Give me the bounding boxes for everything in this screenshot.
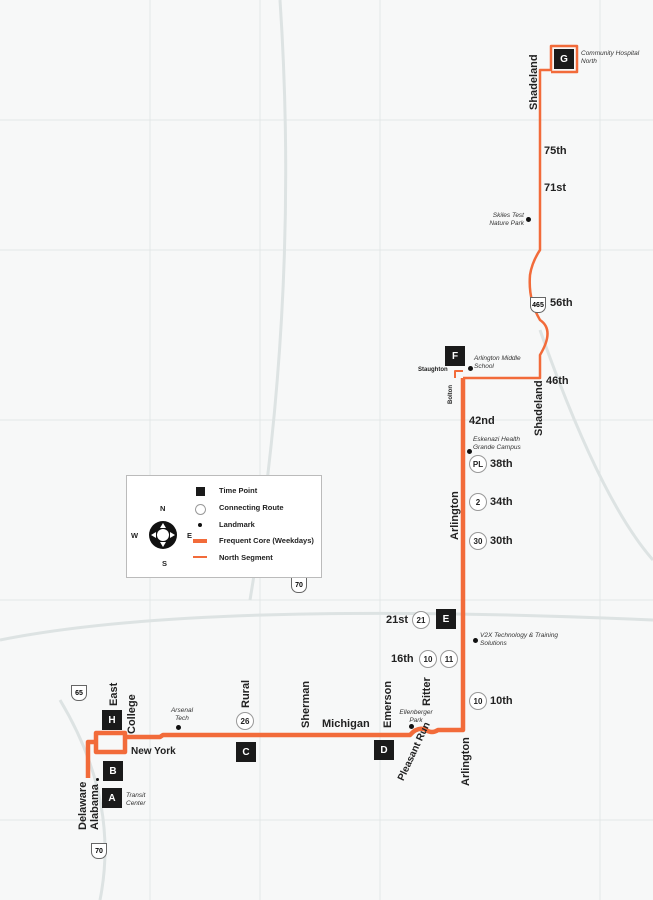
connecting-route-pl[interactable]: PL bbox=[469, 455, 487, 473]
street-30th: 30th bbox=[490, 535, 513, 547]
landmark-skiles: Skiles Test Nature Park bbox=[489, 212, 524, 227]
highway-465-shield: 465 bbox=[530, 297, 546, 313]
street-56th: 56th bbox=[550, 297, 573, 309]
highway-70-shield: 70 bbox=[291, 577, 307, 593]
street-shadeland-south: Shadeland bbox=[533, 380, 545, 436]
legend-north-segment: North Segment bbox=[219, 553, 273, 562]
north-segment-route bbox=[463, 44, 579, 380]
time-point-c[interactable]: C bbox=[236, 742, 256, 762]
street-alabama: Alabama bbox=[89, 784, 101, 830]
street-emerson: Emerson bbox=[382, 680, 394, 728]
street-16th: 16th bbox=[391, 653, 414, 665]
north-segment-icon bbox=[193, 556, 207, 558]
street-21st: 21st bbox=[386, 614, 409, 626]
street-bolton: Bolton bbox=[448, 385, 454, 404]
landmark-v2x: V2X Technology & Training Solutions bbox=[480, 632, 559, 647]
time-point-icon bbox=[196, 487, 205, 496]
street-ritter: Ritter bbox=[421, 677, 433, 706]
landmark-ellenberger: Ellenberger Park bbox=[399, 709, 433, 724]
connecting-route-2[interactable]: 2 bbox=[469, 493, 487, 511]
street-new-york: New York bbox=[131, 746, 176, 757]
legend-time-point: Time Point bbox=[219, 486, 258, 495]
compass-n: N bbox=[160, 504, 166, 513]
highway-65-shield: 65 bbox=[71, 685, 87, 701]
street-42nd: 42nd bbox=[469, 415, 495, 427]
time-point-e[interactable]: E bbox=[436, 609, 456, 629]
legend-frequent-core: Frequent Core (Weekdays) bbox=[219, 536, 314, 545]
landmark-community-hospital: Community Hospital North bbox=[581, 50, 640, 65]
landmark-dot bbox=[473, 638, 478, 643]
landmark-dot bbox=[409, 724, 414, 729]
landmark-dot bbox=[467, 449, 472, 454]
street-34th: 34th bbox=[490, 496, 513, 508]
time-point-f[interactable]: F bbox=[445, 346, 465, 366]
street-east: East bbox=[108, 682, 120, 706]
street-shadeland-north: Shadeland bbox=[528, 54, 540, 110]
landmark-arlington-ms: Arlington Middle School bbox=[474, 355, 521, 370]
street-71st: 71st bbox=[544, 182, 567, 194]
connecting-route-26[interactable]: 26 bbox=[236, 712, 254, 730]
time-point-a[interactable]: A bbox=[102, 788, 122, 808]
legend-landmark: Landmark bbox=[219, 520, 255, 529]
landmark-dot bbox=[176, 725, 181, 730]
connecting-route-10a[interactable]: 10 bbox=[419, 650, 437, 668]
time-point-d[interactable]: D bbox=[374, 740, 394, 760]
time-point-h[interactable]: H bbox=[102, 710, 122, 730]
connecting-route-10b[interactable]: 10 bbox=[469, 692, 487, 710]
street-10th: 10th bbox=[490, 695, 513, 707]
connecting-route-30[interactable]: 30 bbox=[469, 532, 487, 550]
compass-s: S bbox=[162, 559, 168, 568]
street-staughton: Staughton bbox=[418, 367, 448, 373]
landmark-dot bbox=[526, 217, 531, 222]
street-46th: 46th bbox=[546, 375, 569, 387]
landmark-dot bbox=[468, 366, 473, 371]
compass-icon bbox=[149, 521, 177, 549]
street-38th: 38th bbox=[490, 458, 513, 470]
street-delaware: Delaware bbox=[77, 781, 89, 830]
landmark-icon bbox=[198, 523, 202, 527]
highway-70-shield: 70 bbox=[91, 843, 107, 859]
street-michigan: Michigan bbox=[322, 718, 370, 730]
street-college: College bbox=[126, 694, 138, 734]
street-rural: Rural bbox=[240, 679, 252, 708]
legend: N S W E Time Point Connecting Route Land… bbox=[126, 475, 322, 578]
frequent-core-route bbox=[85, 378, 466, 778]
street-sherman: Sherman bbox=[300, 680, 312, 728]
landmark-dot bbox=[96, 778, 99, 781]
time-point-g[interactable]: G bbox=[554, 49, 574, 69]
connecting-route-icon bbox=[195, 504, 206, 515]
connecting-route-11[interactable]: 11 bbox=[440, 650, 458, 668]
landmark-arsenal-tech: Arsenal Tech bbox=[170, 707, 194, 722]
compass-w: W bbox=[131, 531, 139, 540]
frequent-core-icon bbox=[193, 539, 207, 543]
time-point-b[interactable]: B bbox=[103, 761, 123, 781]
landmark-eskenazi: Eskenazi Health Grande Campus bbox=[473, 436, 521, 451]
street-75th: 75th bbox=[544, 145, 567, 157]
legend-connecting-route: Connecting Route bbox=[219, 503, 284, 512]
connecting-route-21[interactable]: 21 bbox=[412, 611, 430, 629]
compass-e: E bbox=[187, 531, 193, 540]
landmark-transit-center: Transit Center bbox=[126, 792, 146, 807]
street-arlington-south: Arlington bbox=[460, 737, 472, 786]
street-arlington-north: Arlington bbox=[449, 491, 461, 540]
